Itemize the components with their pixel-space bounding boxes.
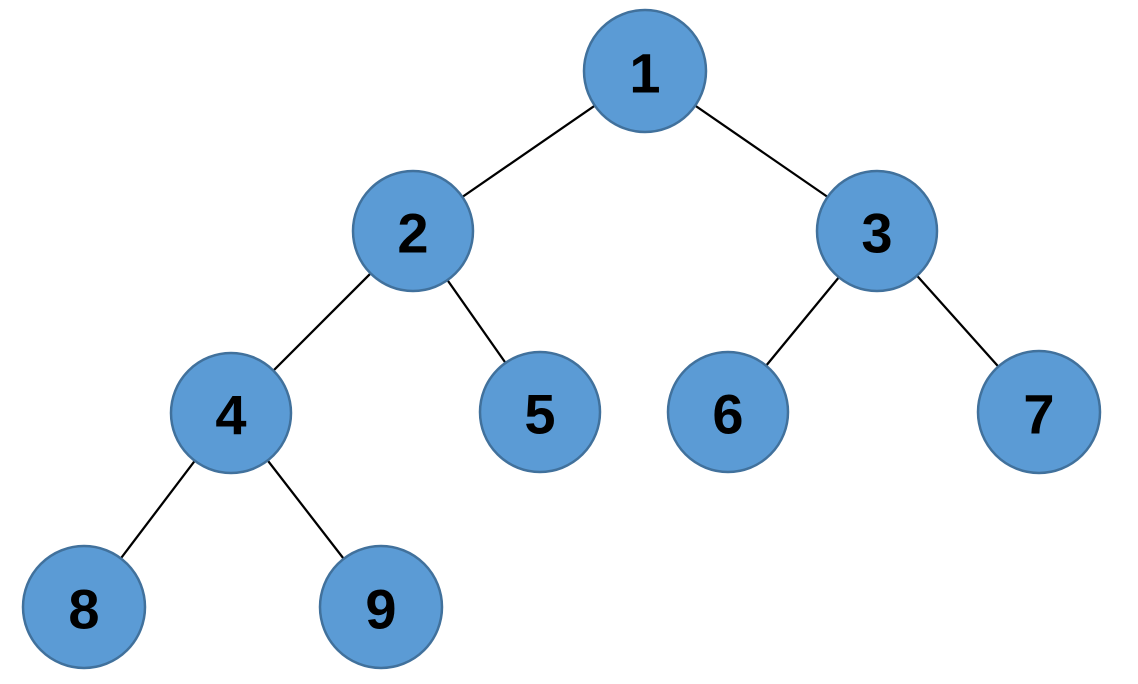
- tree-node-label: 6: [712, 383, 743, 446]
- tree-node-label: 3: [861, 202, 892, 265]
- tree-node-circle: [478, 350, 602, 474]
- tree-node-label: 2: [397, 202, 428, 265]
- tree-node-2: 2: [351, 169, 475, 293]
- tree-node-9: 9: [318, 544, 444, 670]
- tree-node-1: 1: [582, 8, 708, 134]
- tree-node-7: 7: [976, 349, 1102, 475]
- tree-node-4: 4: [169, 351, 293, 475]
- tree-node-8: 8: [21, 544, 147, 670]
- tree-node-circle: [318, 544, 444, 670]
- tree-node-3: 3: [815, 169, 939, 293]
- tree-node-circle: [21, 544, 147, 670]
- tree-node-circle: [351, 169, 475, 293]
- tree-node-label: 9: [365, 578, 396, 641]
- tree-node-label: 1: [629, 42, 660, 105]
- tree-node-circle: [666, 350, 790, 474]
- tree-node-circle: [169, 351, 293, 475]
- tree-node-label: 7: [1023, 383, 1054, 446]
- tree-node-circle: [976, 349, 1102, 475]
- tree-node-circle: [815, 169, 939, 293]
- tree-node-circle: [582, 8, 708, 134]
- tree-node-label: 8: [68, 578, 99, 641]
- tree-node-label: 5: [524, 383, 555, 446]
- tree-node-label: 4: [215, 384, 246, 447]
- tree-node-6: 6: [666, 350, 790, 474]
- tree-node-5: 5: [478, 350, 602, 474]
